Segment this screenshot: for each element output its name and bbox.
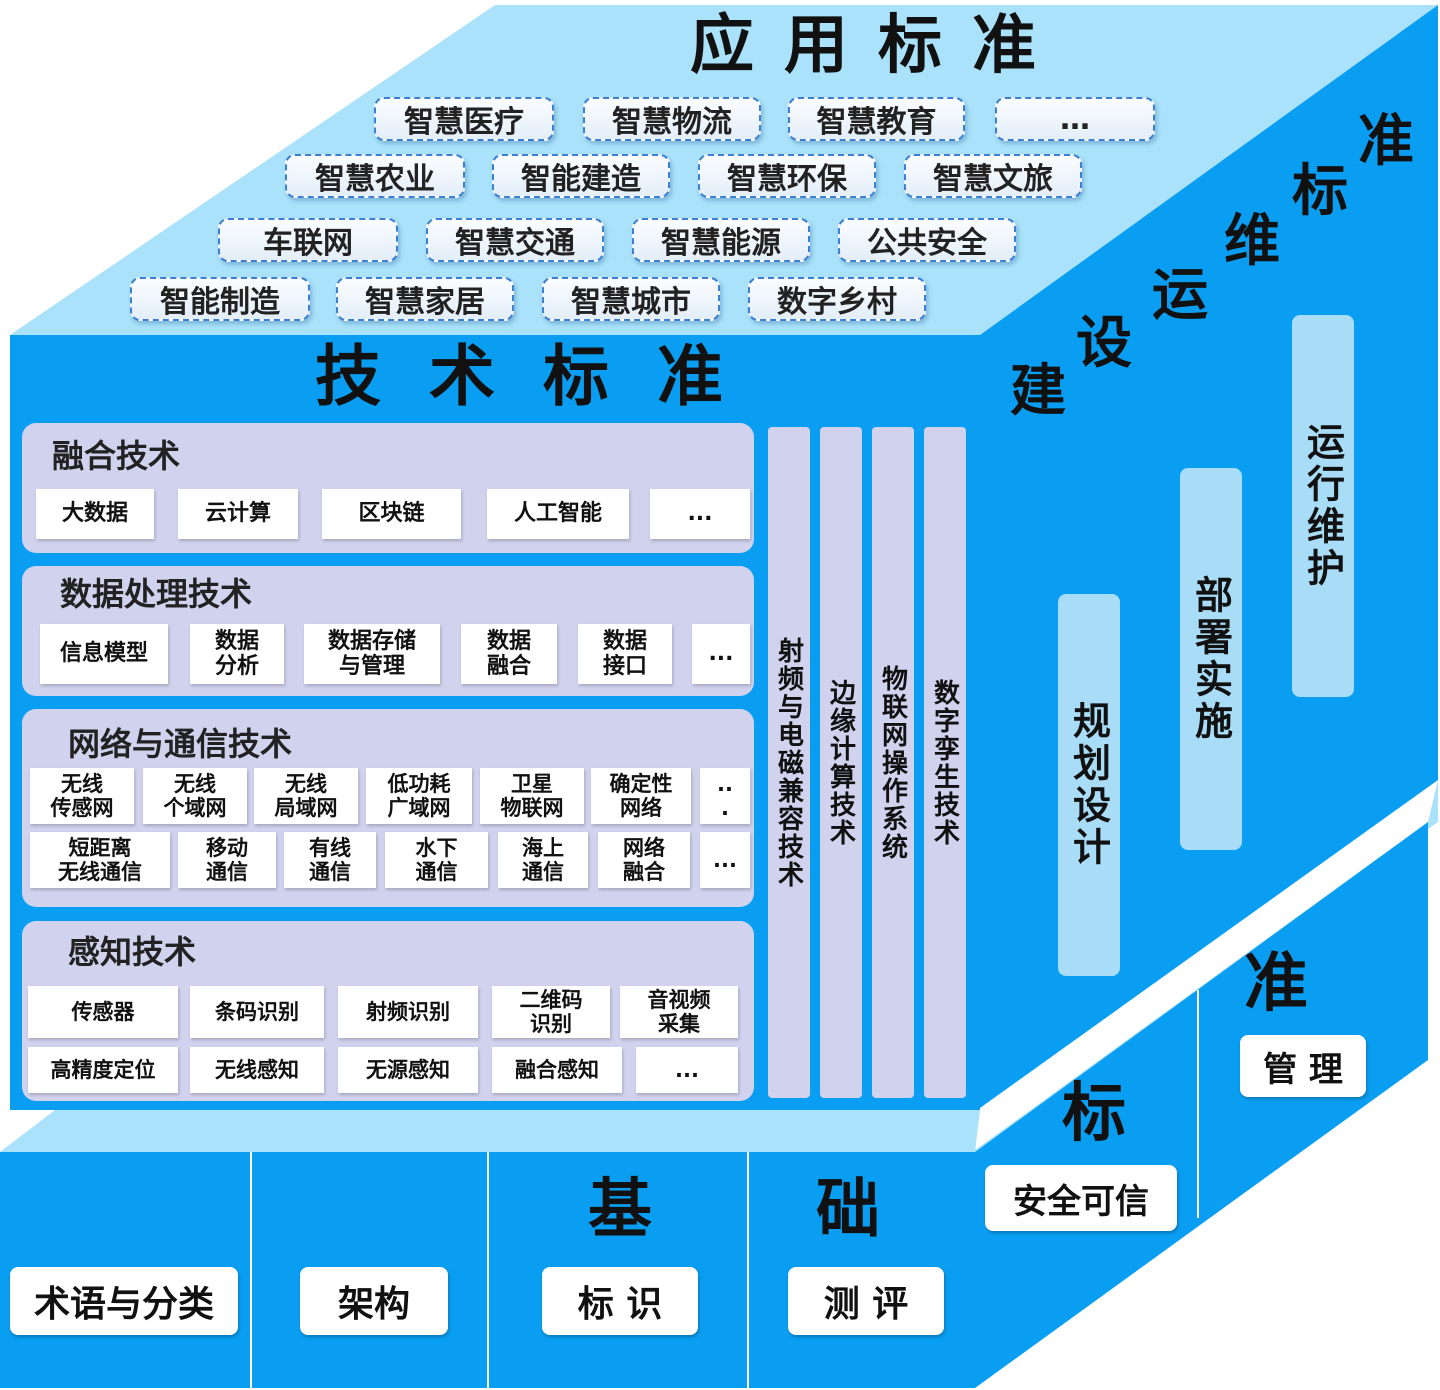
network-item: 短距离 无线通信 (30, 832, 170, 888)
basic-item-architecture: 架构 (300, 1267, 448, 1335)
data-processing-item: 数据 接口 (578, 624, 672, 684)
network-item: 卫星 物联网 (480, 768, 584, 824)
ops-title-char: 准 (1358, 109, 1414, 174)
ops-title-char: 建 (1010, 359, 1066, 424)
sensing-item: 传感器 (28, 986, 178, 1038)
network-item: 移动 通信 (178, 832, 276, 888)
vertical-column-label: 射频与电磁兼容技术 (773, 636, 804, 889)
sensing-item: 射频识别 (338, 986, 478, 1038)
sensing-item: 条码识别 (190, 986, 324, 1038)
network-item: .. . (700, 768, 750, 824)
basic-title-char: 础 (816, 1173, 880, 1247)
network-item: 海上 通信 (498, 832, 588, 888)
management-item-security: 安全可信 (985, 1165, 1177, 1231)
management-title-char: 标 (1062, 1077, 1126, 1151)
ops-bar-label: 部署实施 (1188, 575, 1233, 743)
app-tag: 公共安全 (838, 218, 1016, 262)
basic-title-char: 基 (588, 1173, 652, 1247)
network-item: 无线 个域网 (143, 768, 247, 824)
app-tag: 智能制造 (130, 277, 310, 321)
management-item-management: 管 理 (1240, 1035, 1366, 1097)
ops-title-char: 运 (1152, 263, 1208, 328)
app-tag: 智慧交通 (426, 218, 604, 262)
sensing-item: 高精度定位 (28, 1047, 178, 1093)
ops-bar-planning: 规划设计 (1058, 594, 1120, 976)
basic-item-identification: 标 识 (542, 1267, 698, 1335)
app-tag: 智慧医疗 (374, 97, 554, 141)
vertical-column-label: 边缘计算技术 (825, 678, 856, 847)
management-title-char: 准 (1244, 947, 1308, 1021)
sensing-item: 音视频 采集 (620, 986, 738, 1038)
data-processing-item: 数据存储 与管理 (304, 624, 440, 684)
ops-bar-label: 运行维护 (1300, 422, 1345, 590)
fusion-title: 融合技术 (52, 437, 181, 475)
ops-bar-operation: 运行维护 (1292, 315, 1354, 697)
sensing-item: 无线感知 (190, 1047, 324, 1093)
sensing-item: ... (636, 1047, 738, 1093)
app-tag: 智慧能源 (632, 218, 810, 262)
sensing-item: 无源感知 (338, 1047, 478, 1093)
sensing-item: 融合感知 (492, 1047, 622, 1093)
application-title: 应用标准 (690, 9, 1066, 83)
app-tag: 智慧文旅 (904, 154, 1082, 198)
fusion-item: 人工智能 (487, 489, 629, 539)
ops-title-char: 维 (1224, 209, 1280, 274)
ops-bar-deployment: 部署实施 (1180, 468, 1242, 850)
network-item: 有线 通信 (284, 832, 376, 888)
vertical-column-os: 物联网操作系统 (872, 427, 914, 1098)
network-item: 无线 局域网 (254, 768, 358, 824)
app-tag: 数字乡村 (748, 277, 926, 321)
base-top-face (0, 1110, 980, 1152)
vertical-column-edge: 边缘计算技术 (820, 427, 862, 1098)
app-tag: 智慧教育 (788, 97, 965, 141)
data-processing-item: 数据 分析 (190, 624, 284, 684)
vertical-column-rf: 射频与电磁兼容技术 (768, 427, 810, 1098)
data-processing-item: 信息模型 (40, 624, 168, 684)
basic-item-evaluation: 测 评 (788, 1267, 944, 1335)
network-item: 无线 传感网 (30, 768, 134, 824)
network-item: 低功耗 广域网 (366, 768, 472, 824)
fusion-item: 云计算 (178, 489, 298, 539)
network-item: 网络 融合 (598, 832, 690, 888)
technology-title: 技术标准 (315, 338, 771, 415)
data-processing-item: 数据 融合 (461, 624, 557, 684)
network-title: 网络与通信技术 (68, 725, 293, 763)
app-tag: 智慧环保 (698, 154, 876, 198)
app-tag: 车联网 (218, 218, 398, 262)
data-processing-title: 数据处理技术 (60, 575, 253, 613)
app-tag: … (995, 97, 1155, 141)
app-tag: 智慧城市 (542, 277, 720, 321)
basic-item-terminology: 术语与分类 (10, 1267, 238, 1335)
data-processing-item: ... (692, 624, 750, 684)
app-tag: 智慧家居 (336, 277, 514, 321)
network-item: 确定性 网络 (591, 768, 691, 824)
vertical-column-label: 物联网操作系统 (877, 664, 908, 861)
ops-title-char: 标 (1292, 159, 1348, 224)
fusion-item: 区块链 (322, 489, 461, 539)
vertical-column-label: 数字孪生技术 (929, 678, 960, 847)
vertical-column-twin: 数字孪生技术 (924, 427, 966, 1098)
fusion-item: ... (650, 489, 750, 539)
sensing-title: 感知技术 (68, 933, 197, 971)
network-item: ... (700, 832, 750, 888)
management-side-face (975, 822, 1428, 1388)
network-item: 水下 通信 (385, 832, 488, 888)
app-tag: 智慧物流 (583, 97, 761, 141)
ops-title-char: 设 (1076, 311, 1132, 376)
sensing-item: 二维码 识别 (492, 986, 610, 1038)
app-tag: 智能建造 (492, 154, 670, 198)
ops-bar-label: 规划设计 (1066, 701, 1111, 869)
app-tag: 智慧农业 (285, 154, 465, 198)
fusion-item: 大数据 (36, 489, 154, 539)
